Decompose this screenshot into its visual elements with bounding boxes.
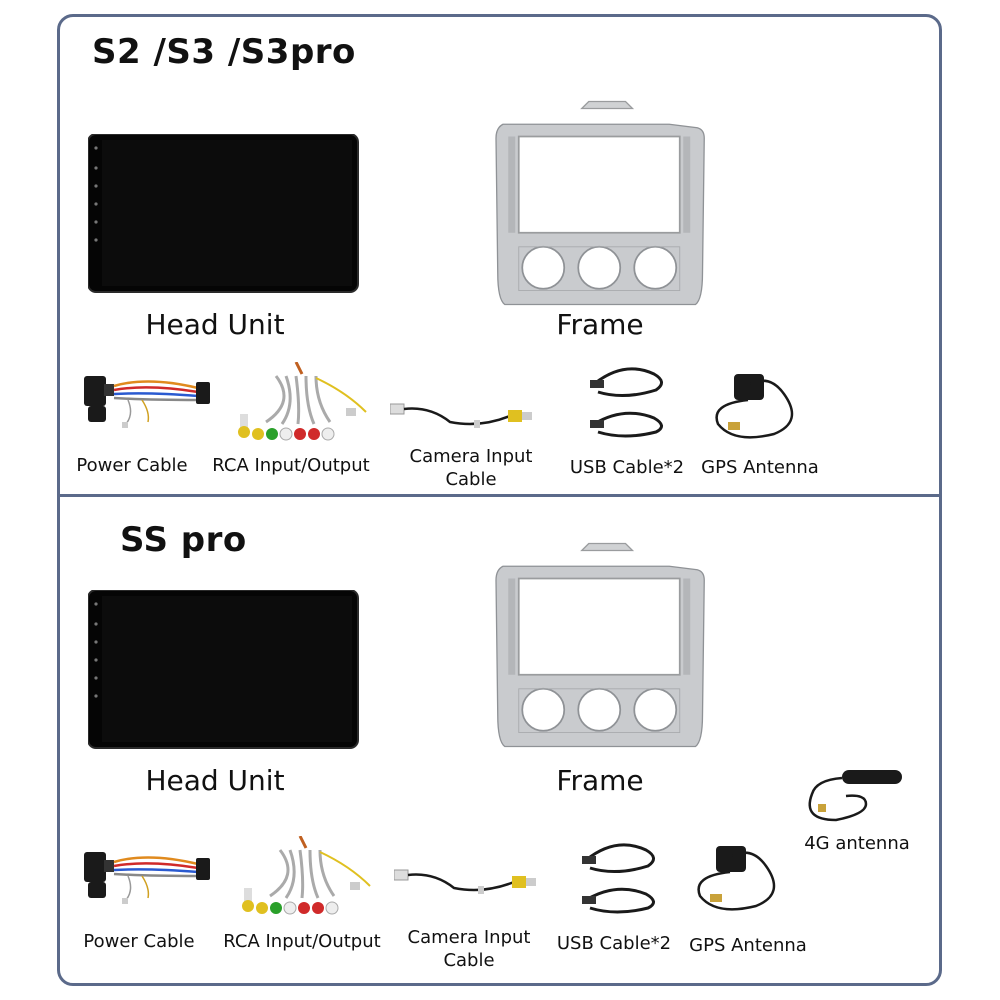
rca-cable-image (240, 836, 372, 916)
power-cable-image (82, 374, 212, 430)
head-unit-label: Head Unit (145, 308, 285, 341)
usb-cable-label: USB Cable*2 (569, 457, 685, 478)
head-unit-image (88, 134, 359, 293)
frame-label: Frame (556, 764, 644, 797)
frame-image (495, 100, 706, 306)
gps-antenna-image (715, 372, 794, 439)
usb-cable-image (588, 367, 664, 438)
rca-cable-image (236, 362, 368, 442)
gps-antenna-label: GPS Antenna (689, 935, 807, 956)
section-title: SS pro (120, 520, 247, 560)
4g-antenna-image (808, 768, 904, 822)
rca-cable-label: RCA Input/Output (223, 931, 381, 952)
camera-cable-image (390, 402, 534, 430)
power-cable-label: Power Cable (83, 931, 195, 952)
head-unit-label: Head Unit (145, 764, 285, 797)
camera-cable-label: Camera Input Cable (409, 446, 533, 490)
usb-cable-image (580, 843, 656, 914)
power-cable-label: Power Cable (76, 455, 188, 476)
4g-antenna-label: 4G antenna (804, 833, 910, 854)
camera-cable-image (394, 868, 538, 896)
frame-image (495, 542, 706, 748)
gps-antenna-image (697, 844, 776, 911)
usb-cable-label: USB Cable*2 (556, 933, 672, 954)
section-title: S2 /S3 /S3pro (92, 32, 356, 72)
power-cable-image (82, 850, 212, 906)
frame-label: Frame (556, 308, 644, 341)
camera-cable-label: Camera Input Cable (407, 927, 531, 971)
gps-antenna-label: GPS Antenna (701, 457, 819, 478)
head-unit-image (88, 590, 359, 749)
rca-cable-label: RCA Input/Output (212, 455, 370, 476)
